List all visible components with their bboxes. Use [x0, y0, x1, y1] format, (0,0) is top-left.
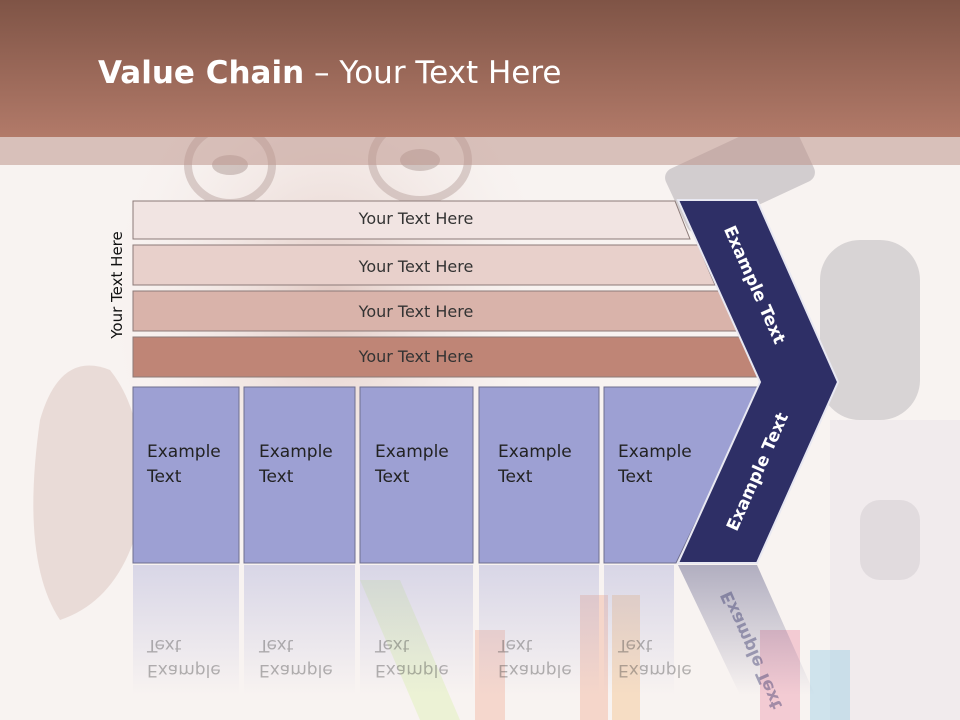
column-shape-1: [132, 386, 240, 564]
column-reflection-label-1: Example Text: [147, 632, 221, 682]
chevron-reflection: [678, 565, 815, 695]
row-shape-1: [132, 200, 691, 240]
row-shape-2: [132, 244, 716, 286]
column-label-3-line1: Example: [375, 442, 449, 462]
column-label-4-line1: Example: [498, 442, 572, 462]
column-reflection-label-2: Example Text: [259, 632, 333, 682]
column-reflection-2: [244, 565, 355, 695]
title-bar-strip: [0, 137, 960, 165]
column-reflection-label-5-line1: Example: [618, 660, 692, 680]
page-title: Value Chain – Your Text Here: [98, 55, 561, 91]
column-reflection-label-3-line2: Text: [375, 635, 410, 655]
column-reflection-label-2-line2: Text: [259, 635, 294, 655]
column-label-2-line2: Text: [259, 467, 294, 487]
column-reflection-label-1-line2: Text: [147, 635, 182, 655]
row-label-1: Your Text Here: [358, 209, 474, 228]
row-label-2: Your Text Here: [358, 257, 474, 276]
row-label-4: Your Text Here: [358, 347, 474, 366]
column-reflection-label-4-line2: Text: [498, 635, 533, 655]
column-reflection-4: [479, 565, 599, 695]
column-reflection-1: [133, 565, 239, 695]
chevron-shape: [676, 199, 840, 564]
column-shape-2: [243, 386, 356, 564]
column-label-4-line2: Text: [498, 467, 533, 487]
column-label-1-line2: Text: [147, 467, 182, 487]
column-reflection-label-1-line1: Example: [147, 660, 221, 680]
column-reflection-label-3: Example Text: [375, 632, 449, 682]
column-shape-4: [478, 386, 600, 564]
column-reflection-label-5-line2: Text: [618, 635, 653, 655]
column-reflection-label-4: Example Text: [498, 632, 572, 682]
column-shape-3: [359, 386, 474, 564]
column-label-1-line1: Example: [147, 442, 221, 462]
title-rest: – Your Text Here: [304, 55, 562, 91]
column-reflection-label-5: Example Text: [618, 632, 692, 682]
column-label-5-line2: Text: [618, 467, 653, 487]
column-reflection-3: [360, 565, 473, 695]
column-shape-5: [603, 386, 762, 564]
column-label-5-line1: Example: [618, 442, 692, 462]
column-reflection-label-2-line1: Example: [259, 660, 333, 680]
title-bold: Value Chain: [98, 55, 305, 91]
column-label-2-line1: Example: [259, 442, 333, 462]
title-bar: [0, 0, 960, 137]
column-reflection-5: [604, 565, 674, 695]
column-label-3-line2: Text: [375, 467, 410, 487]
column-reflection-label-3-line1: Example: [375, 660, 449, 680]
column-reflection-label-4-line1: Example: [498, 660, 572, 680]
row-label-3: Your Text Here: [358, 302, 474, 321]
